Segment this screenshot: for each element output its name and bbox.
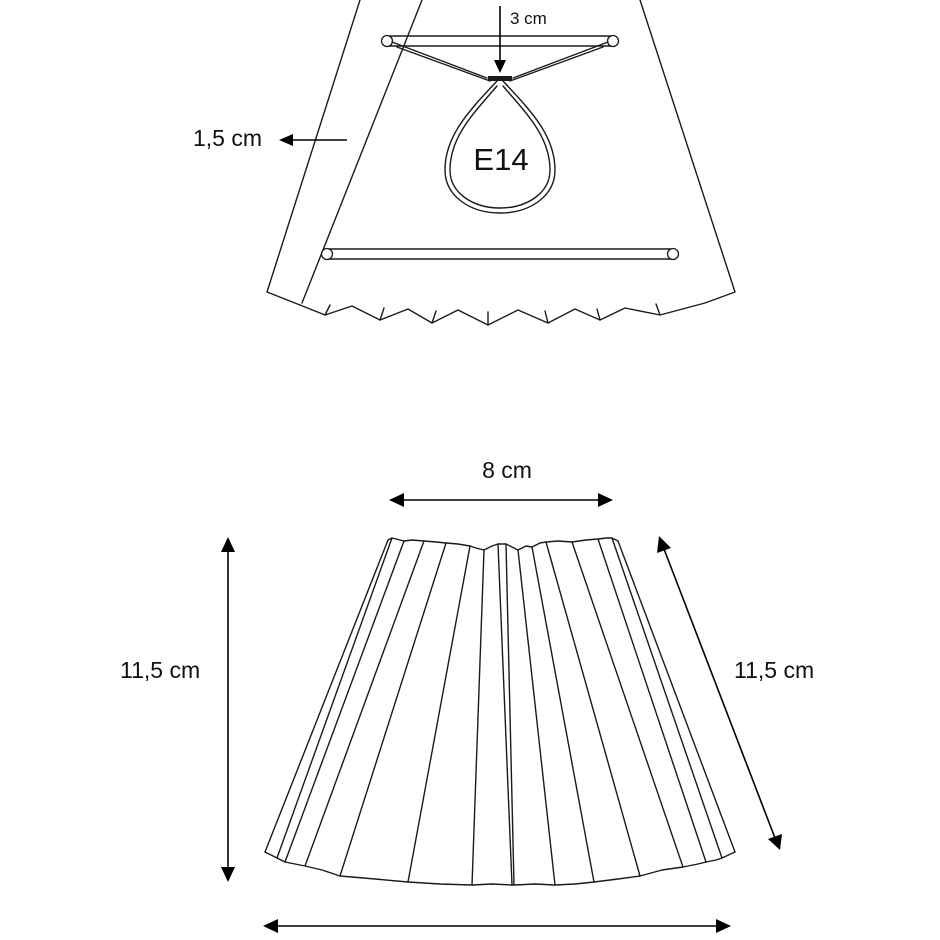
height-dimension [221, 537, 235, 882]
slant-label: 11,5 cm [734, 657, 814, 683]
lower-wire-rod [320, 247, 680, 261]
bottom-width-dimension [263, 919, 731, 933]
socket-ring [488, 76, 512, 81]
socket-label: E14 [473, 142, 528, 177]
top-width-label: 8 cm [482, 457, 532, 483]
pleat-lines [264, 537, 736, 886]
top-width-dimension [389, 493, 613, 507]
slant-dimension [657, 536, 782, 850]
suspension-wires [391, 41, 609, 82]
pleated-shade-view: 8 cm 11,5 cm 11,5 cm [120, 457, 814, 933]
pleat-edge-marks [324, 303, 661, 326]
pleat-top-edge [387, 537, 619, 551]
rod-drop-dimension [494, 6, 506, 73]
pleat-bottom-edge [264, 851, 736, 886]
height-label: 11,5 cm [120, 657, 200, 683]
socket-outline [444, 80, 556, 214]
rod-drop-label: 3 cm [510, 9, 547, 28]
shade-interior-view: E14 3 cm 1,5 cm [193, 0, 736, 326]
seam-label: 1,5 cm [193, 125, 262, 151]
seam-dimension [279, 134, 347, 146]
